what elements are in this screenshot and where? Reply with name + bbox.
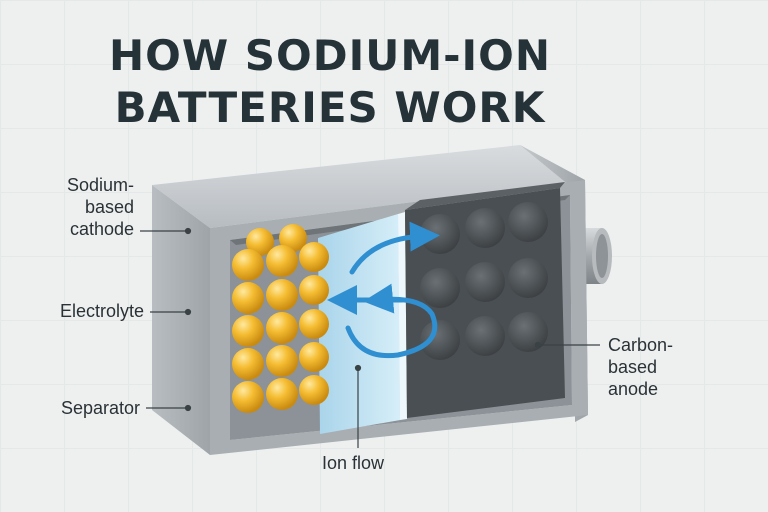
- sodium-sphere: [232, 249, 264, 281]
- casing-left: [152, 185, 210, 455]
- anode-cylinder: [465, 262, 505, 302]
- sodium-sphere: [299, 309, 329, 339]
- sodium-sphere: [266, 345, 298, 377]
- ion-arrow-loop: [345, 283, 438, 359]
- label-cathode: Sodium- based cathode: [66, 175, 134, 239]
- casing-top: [152, 145, 585, 228]
- anode-cylinder: [508, 202, 548, 242]
- cathode-spheres: [232, 224, 329, 413]
- sodium-sphere: [299, 375, 329, 405]
- sodium-sphere: [232, 348, 264, 380]
- sodium-sphere: [299, 342, 329, 372]
- label-electrolyte: Electrolyte: [59, 301, 144, 321]
- sodium-sphere: [266, 245, 298, 277]
- sodium-sphere: [246, 228, 274, 256]
- sodium-sphere: [266, 312, 298, 344]
- anode-cylinder: [465, 208, 505, 248]
- anode-cylinder: [508, 312, 548, 352]
- sodium-sphere: [299, 275, 329, 305]
- title-line-1: HOW SODIUM-ION: [108, 31, 552, 80]
- title-line-2: BATTERIES WORK: [114, 83, 546, 132]
- anode-cylinder: [420, 268, 460, 308]
- sodium-sphere: [279, 224, 307, 252]
- anode-cylinder: [420, 320, 460, 360]
- anode-block: [405, 182, 565, 418]
- sodium-sphere: [299, 242, 329, 272]
- leader-lines: [140, 227, 600, 448]
- sodium-sphere: [232, 381, 264, 413]
- label-ion-flow: Ion flow: [322, 453, 385, 473]
- separator: [318, 212, 407, 434]
- ion-flow-arrows: [327, 221, 440, 359]
- page-title: HOW SODIUM-ION BATTERIES WORK: [0, 30, 660, 134]
- label-separator: Separator: [60, 398, 140, 418]
- sodium-sphere: [232, 282, 264, 314]
- anode-cylinder: [465, 316, 505, 356]
- ion-arrow-to-anode: [349, 221, 440, 275]
- label-anode: Carbon- based anode: [608, 335, 674, 399]
- sodium-sphere: [266, 378, 298, 410]
- sodium-sphere: [266, 279, 298, 311]
- sodium-sphere: [232, 315, 264, 347]
- anode-cylinder: [508, 258, 548, 298]
